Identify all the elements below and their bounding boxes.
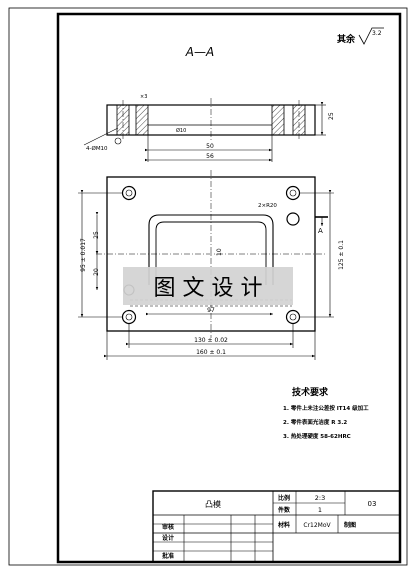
drawing-number: 03: [368, 500, 377, 508]
dim-plan-width-2: 160 ± 0.1: [196, 349, 226, 356]
material-value: Cr12MoV: [303, 522, 331, 529]
surface-symbol: 3.2: [372, 30, 382, 37]
dim-section-inner: 50: [206, 143, 214, 150]
section-view: 25 50 56 4-ØM10 Ø10 ×3: [83, 94, 335, 162]
scale-label: 比例: [278, 494, 290, 502]
dim-section-chamfer: ×3: [140, 94, 147, 100]
tech-item-2: 2. 零件表面光洁度 R 3.2: [283, 418, 347, 426]
qty-label: 件数: [278, 506, 291, 514]
dim-plan-10: 10: [216, 248, 223, 256]
tech-item-1: 1. 零件上未注公差按 IT14 级加工: [283, 404, 369, 412]
hatch-left-inner: [135, 104, 149, 136]
dim-corner-radius: 2×R20: [258, 203, 277, 209]
tech-item-3: 3. 热处理硬度 58-62HRC: [283, 432, 351, 440]
dim-section-hole: 4-ØM10: [86, 145, 108, 152]
plan-view: A 2×R20 95 ± 0.017 25 20 10 125 ± 0.1 97…: [78, 170, 345, 360]
hole-mr: [286, 212, 300, 226]
hole-br: [285, 309, 301, 325]
hole-tr: [285, 185, 301, 201]
dim-plan-25: 25: [93, 231, 100, 239]
watermark-text: 图 文 设 计: [154, 276, 263, 301]
watermark-box: [123, 267, 293, 305]
dim-plan-inner-width: 97: [207, 307, 215, 314]
dim-plan-height: 95 ± 0.017: [80, 238, 87, 272]
designer-label: 设计: [162, 534, 174, 542]
tech-title: 技术要求: [292, 386, 329, 398]
hatch-right-inner: [271, 104, 285, 136]
outer-frame: [8, 7, 408, 566]
scale-value: 2:3: [315, 494, 325, 502]
drafter-label: 制图: [344, 521, 356, 529]
section-mark: A: [318, 227, 323, 235]
dim-plan-width-1: 130 ± 0.02: [194, 337, 228, 344]
part-name: 凸模: [205, 499, 221, 509]
datum-circle: [114, 137, 122, 145]
roughness-icon: [358, 27, 384, 45]
dim-plan-20: 20: [93, 268, 100, 276]
title-block: 凸模 比例 2:3 件数 1 03 材料 Cr12MoV 制图 审核 设计 批准: [152, 490, 401, 563]
section-label: A—A: [185, 45, 214, 59]
dim-plan-right: 125 ± 0.1: [338, 240, 345, 270]
qty-value: 1: [318, 506, 322, 514]
material-label: 材料: [277, 521, 290, 529]
checker-label: 审核: [162, 523, 174, 531]
approve-label: 批准: [162, 552, 174, 560]
hole-bl: [121, 309, 137, 325]
tech-requirements: 技术要求 1. 零件上未注公差按 IT14 级加工 2. 零件表面光洁度 R 3…: [283, 386, 369, 440]
dim-section-bore: Ø10: [176, 127, 186, 134]
surface-note: 其余: [337, 33, 356, 45]
surface-roughness: 其余 3.2: [337, 27, 384, 45]
hole-tl: [121, 185, 137, 201]
dim-section-height: 25: [328, 112, 335, 120]
dim-section-outer: 56: [206, 153, 214, 160]
